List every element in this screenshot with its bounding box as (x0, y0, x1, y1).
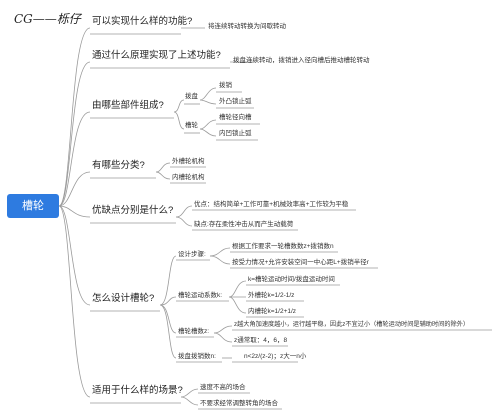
root-node: 槽轮 (7, 194, 59, 218)
question-applications: 适用于什么样的场景? (92, 385, 183, 396)
item-n-rule: n<2z/(z-2)；z大一n小 (244, 353, 307, 360)
logo-text: CG——栎仔 (14, 12, 81, 26)
question-design: 怎么设计槽轮? (92, 293, 155, 304)
item-convex-lock-arc: 外凸锁止弧 (219, 98, 252, 105)
question-components: 由哪些部件组成? (92, 100, 164, 111)
item-k-internal: 内槽轮k=1/2+1/z (248, 308, 297, 315)
item-step-slots-pins: 根据工作要求一轮槽数数z+拨销数n (232, 243, 334, 250)
item-z-explanation: z越大角加速度越小，运行越平稳，因此z不宜过小（槽轮运动时间是辅助时间的除外） (234, 321, 470, 328)
question-function: 可以实现什么样的功能? (92, 16, 193, 27)
item-disadvantages: 缺点:存在柔性冲击从而产生动载荷 (194, 221, 294, 228)
item-advantages: 优点：结构简单+工作可靠+机械效率高+工作较为平稳 (194, 201, 349, 208)
item-external-geneva: 外槽轮机构 (172, 158, 205, 165)
group-motion-coefficient: 槽轮运动系数k: (178, 292, 223, 299)
item-pin: 拨销 (219, 82, 232, 89)
answer-function: 将连续转动转换为间歇转动 (208, 23, 286, 30)
question-pros-cons: 优缺点分别是什么? (92, 205, 174, 216)
item-k-external: 外槽轮k=1/2-1/z (248, 292, 295, 299)
group-pin-count: 拨盘拨销数n: (178, 353, 216, 360)
item-k-definition: k=槽轮运动时间/拨盘运动时间 (248, 276, 335, 283)
item-no-frequent-adjust: 不要求经常调整转角的场合 (200, 400, 278, 407)
item-concave-lock-arc: 内凹锁止弧 (219, 130, 252, 137)
group-dial: 拨盘 (185, 93, 198, 100)
item-low-speed: 速度不高的场合 (200, 384, 246, 391)
answer-principle: 拨盘连续转动，拨销进入径向槽后推动槽轮转动 (233, 57, 370, 64)
item-step-center-distance: 按受力情况+允许安装空间一中心距L+拨销半径r (232, 259, 369, 266)
group-geneva-wheel: 槽轮 (185, 122, 198, 129)
question-types: 有哪些分类? (92, 160, 145, 171)
item-z-typical: z通常取：4，6，8 (234, 337, 288, 344)
group-slot-count: 槽轮槽数z: (178, 328, 210, 335)
question-principle: 通过什么原理实现了上述功能? (92, 50, 221, 61)
item-radial-slot: 槽轮径向槽 (219, 114, 252, 121)
item-internal-geneva: 内槽轮机构 (172, 174, 205, 181)
group-design-steps: 设计步骤: (178, 251, 206, 258)
